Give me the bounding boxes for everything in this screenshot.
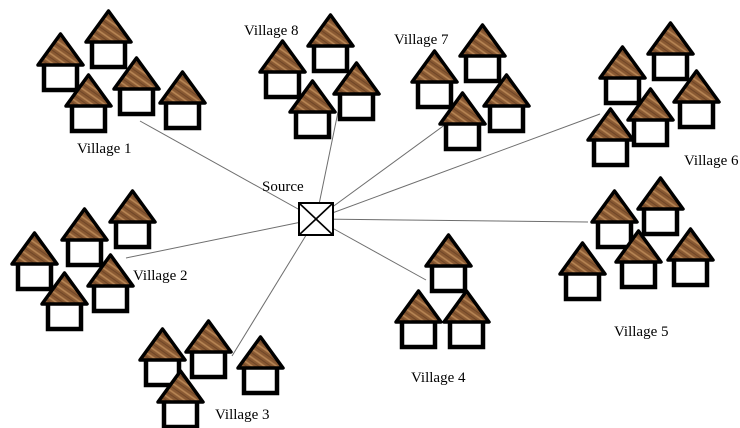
house-icon [442,289,491,350]
house-icon [236,335,285,396]
source-label: Source [262,179,304,195]
link-village-5 [315,218,589,223]
house-icon [36,32,85,93]
link-village-1 [139,120,317,220]
house-icon [590,189,639,250]
house-icon [108,189,157,250]
village-6-label: Village 6 [684,153,739,169]
source-junction-icon [298,202,334,236]
village-4-label: Village 4 [411,370,466,386]
village-2-label: Village 2 [133,268,188,284]
link-village-3 [231,218,317,357]
village-5-label: Village 5 [614,324,669,340]
house-icon [288,79,337,140]
village-8-label: Village 8 [244,23,299,39]
house-icon [410,49,459,110]
house-icon [306,13,355,74]
house-icon [598,45,647,106]
house-icon [258,39,307,100]
house-icon [64,73,113,134]
house-icon [138,327,187,388]
house-icon [626,87,675,148]
house-icon [586,107,635,168]
house-icon [84,9,133,70]
house-icon [558,241,607,302]
house-icon [86,253,135,314]
link-village-8 [315,111,339,220]
village-7-label: Village 7 [394,32,449,48]
village-1-label: Village 1 [77,141,132,157]
link-village-2 [125,218,317,259]
house-icon [112,56,161,117]
connection-lines [125,111,601,357]
house-icon [458,23,507,84]
house-icon [666,227,715,288]
house-icon [394,289,443,350]
house-icon [10,231,59,292]
link-village-4 [315,218,427,281]
house-icon [332,61,381,122]
house-icon [614,229,663,290]
house-icon [646,21,695,82]
house-icon [438,91,487,152]
village-3-label: Village 3 [215,407,270,423]
house-icon [424,233,473,294]
house-icon [60,207,109,268]
house-icon [482,73,531,134]
house-icon [184,319,233,380]
house-icon [158,70,207,131]
houses-layer [10,9,721,428]
house-icon [156,369,205,428]
house-icon [636,176,685,237]
house-icon [40,271,89,332]
link-village-6 [315,113,601,220]
link-village-7 [315,123,447,220]
house-icon [672,69,721,130]
